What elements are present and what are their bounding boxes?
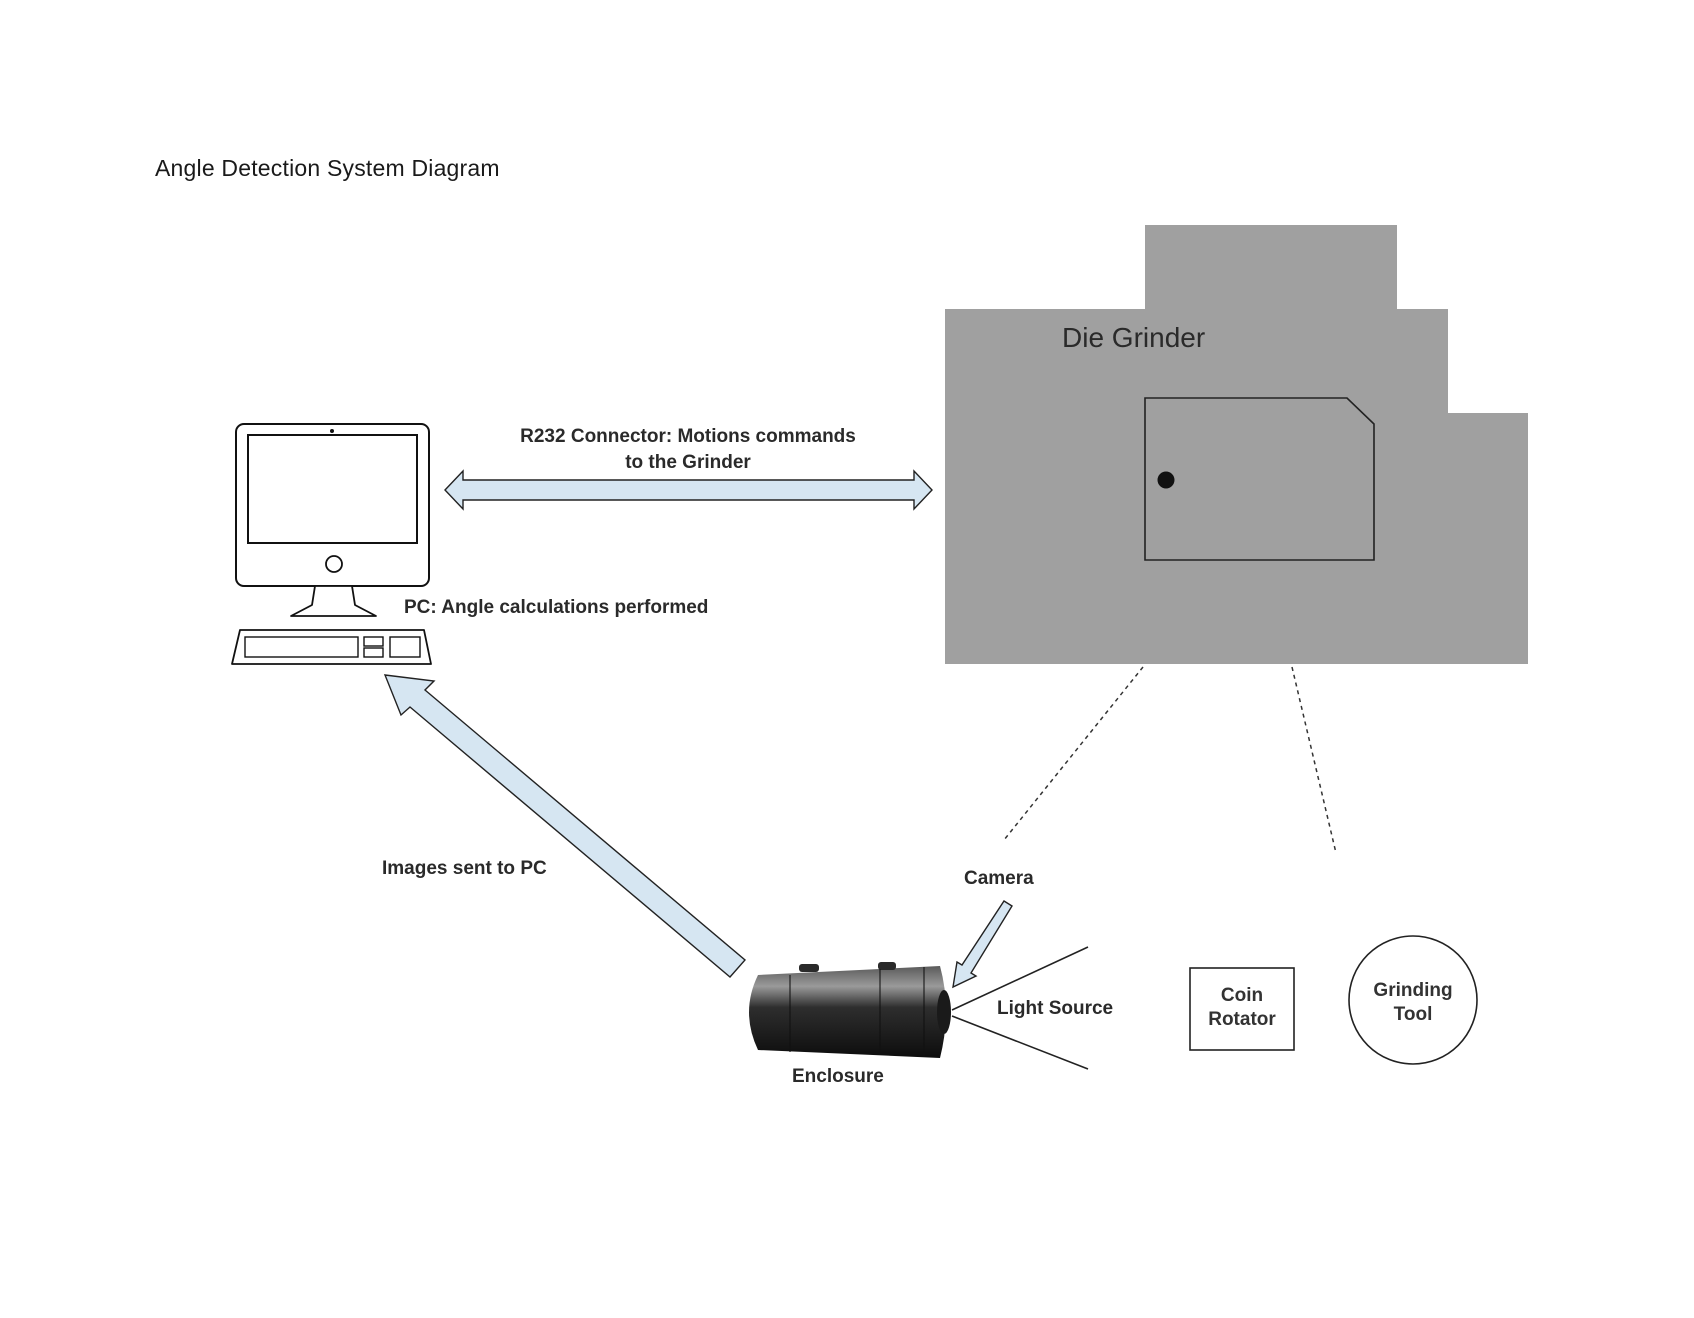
camera-pointer-arrow xyxy=(952,900,1013,989)
light-source-label: Light Source xyxy=(997,998,1114,1019)
r232-label-line2: to the Grinder xyxy=(625,452,751,473)
r232-double-arrow xyxy=(444,469,933,511)
r232-connector-label: R232 Connector: Motions commands to the … xyxy=(508,424,868,476)
coin-rotator-line2: Rotator xyxy=(1208,1009,1276,1030)
light-beam-upper xyxy=(951,946,1089,1011)
pc-label: PC: Angle calculations performed xyxy=(404,597,709,618)
grinder-panel xyxy=(1144,397,1375,561)
r232-label-line1: R232 Connector: Motions commands xyxy=(520,426,856,447)
dotted-line-left xyxy=(1003,666,1144,841)
grinding-tool-line2: Tool xyxy=(1393,1004,1433,1025)
dotted-line-right xyxy=(1291,666,1337,854)
camera-label: Camera xyxy=(964,868,1034,889)
coin-rotator-line1: Coin xyxy=(1220,985,1264,1006)
grinder-top-block xyxy=(1145,225,1397,313)
grinding-tool-circle xyxy=(1348,935,1478,1065)
light-beam-lower xyxy=(951,1015,1089,1070)
camera-enclosure-icon xyxy=(749,962,951,1058)
grinding-tool-line1: Grinding xyxy=(1373,980,1453,1001)
diagram-title: Angle Detection System Diagram xyxy=(155,155,500,181)
enclosure-label: Enclosure xyxy=(792,1066,884,1087)
images-arrow xyxy=(383,674,746,978)
grinder-panel-dot xyxy=(1157,471,1175,489)
images-sent-label: Images sent to PC xyxy=(382,858,547,879)
grinder-side-block xyxy=(1448,413,1528,664)
die-grinder-label: Die Grinder xyxy=(1062,322,1206,353)
desktop-computer-icon xyxy=(231,423,432,665)
coin-rotator-box xyxy=(1189,967,1295,1051)
grinding-tool-label: Grinding Tool xyxy=(1349,979,1477,1027)
grinder-body xyxy=(945,309,1448,664)
coin-rotator-label: Coin Rotator xyxy=(1190,984,1294,1032)
die-grinder-machine xyxy=(945,225,1528,664)
